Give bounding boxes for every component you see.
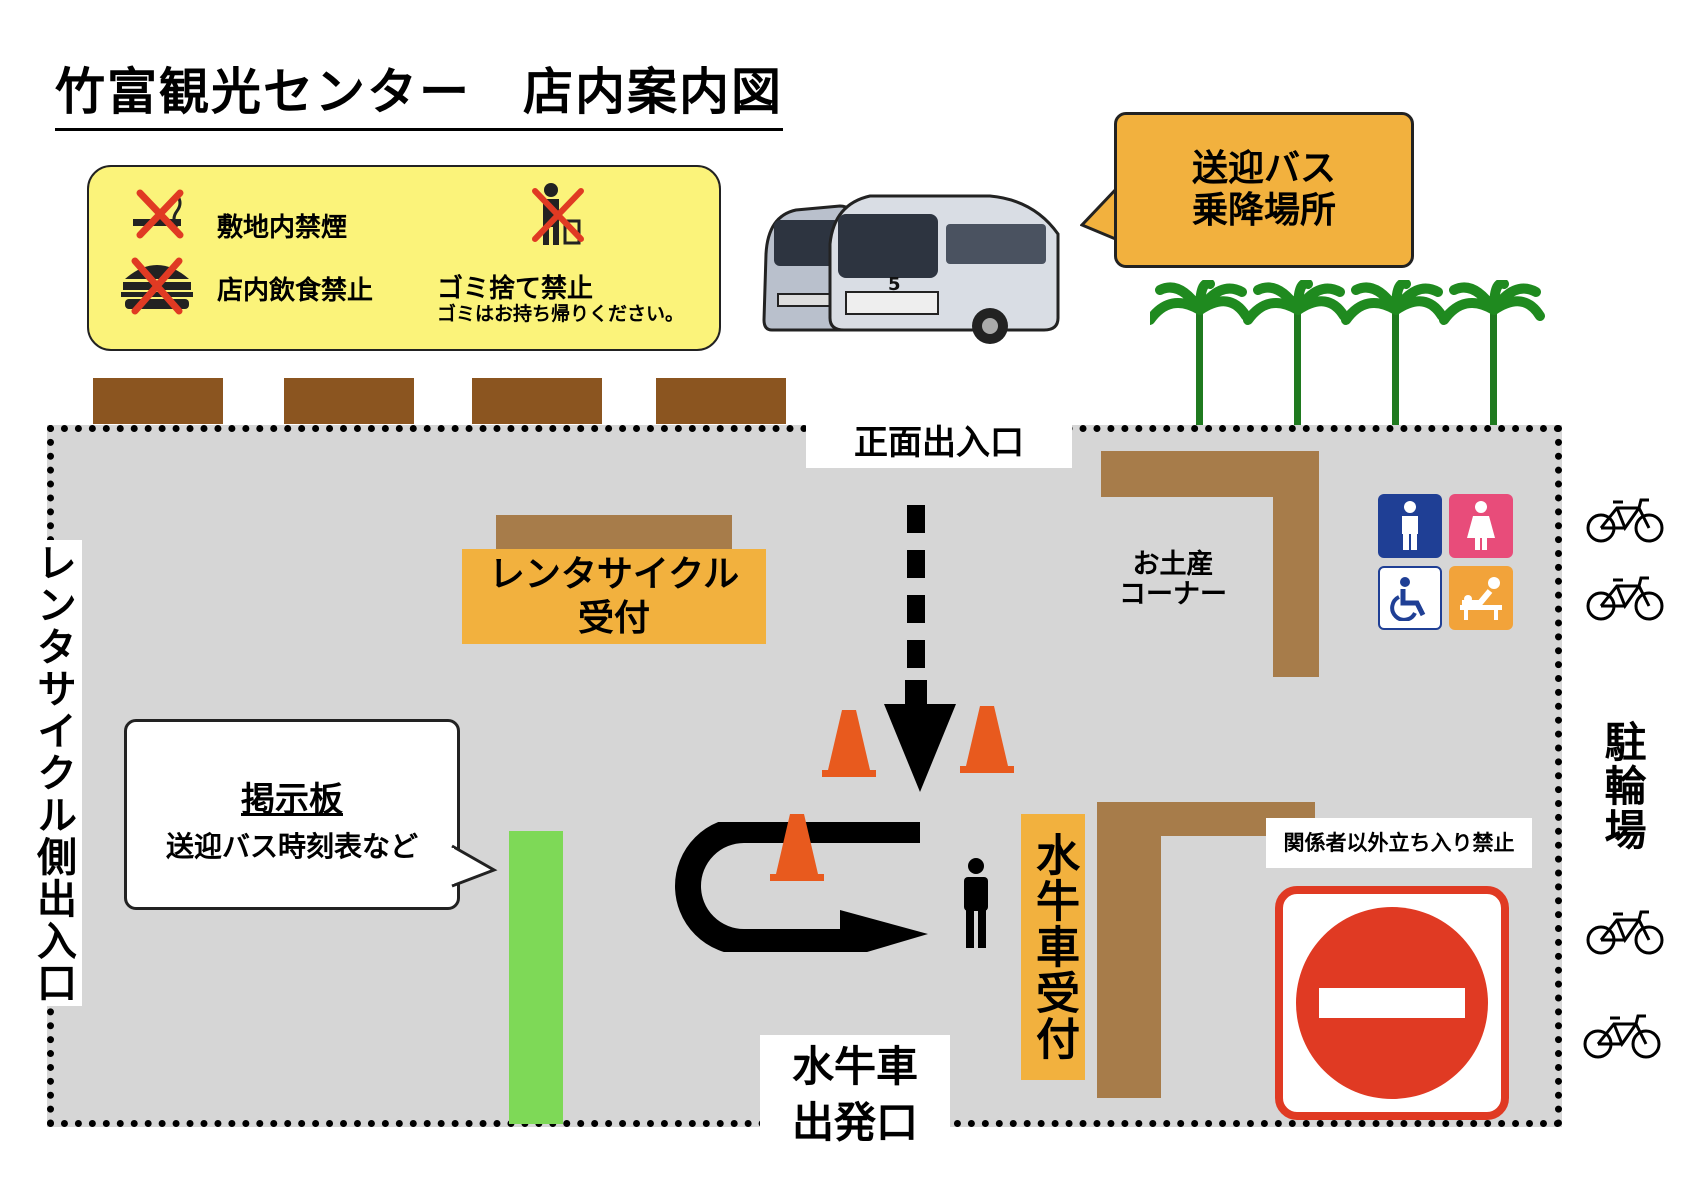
u-turn-arrow <box>675 822 928 952</box>
rental-cycle-counter-line2: 受付 <box>577 598 650 639</box>
bicycle-icon <box>1586 498 1664 543</box>
bus-stop-callout: 送迎バス 乗降場所 <box>1114 112 1414 268</box>
mens-restroom-icon <box>1378 494 1442 558</box>
palm-tree-icon <box>1341 280 1447 425</box>
bicycle-parking-label: 駐輪場 <box>1598 720 1647 852</box>
bench <box>472 378 602 424</box>
no-eating-icon <box>121 257 193 315</box>
water-buffalo-departure-label: 水牛車 出発口 <box>760 1035 950 1155</box>
bulletin-board-subtitle: 送迎バス時刻表など <box>165 830 418 863</box>
souvenir-corner-line1: お土産 <box>1132 549 1214 580</box>
bus-number: 5 <box>888 274 901 295</box>
souvenir-shelf <box>1273 451 1319 677</box>
bench <box>93 378 223 424</box>
no-entry-icon <box>1275 886 1509 1120</box>
bench <box>656 378 786 424</box>
departure-line2: 出発口 <box>791 1098 918 1147</box>
rental-cycle-counter: レンタサイクル 受付 <box>462 549 766 644</box>
entrance-direction-arrow <box>884 505 956 792</box>
palm-tree-icon <box>1439 280 1545 425</box>
no-smoking-label: 敷地内禁煙 <box>217 213 348 243</box>
womens-restroom-icon <box>1449 494 1513 558</box>
bulletin-board-title: 掲示板 <box>241 780 343 820</box>
souvenir-corner-label: お土産 コーナー <box>1108 550 1238 610</box>
side-entrance-label: レンタサイクル側出入口 <box>24 540 82 1006</box>
no-littering-label: ゴミ捨て禁止 <box>437 274 594 304</box>
rental-cycle-counter-desk <box>496 515 732 549</box>
no-smoking-icon <box>133 189 184 239</box>
accessible-restroom-icon <box>1378 566 1442 630</box>
souvenir-corner-line2: コーナー <box>1119 579 1227 610</box>
bulletin-board <box>509 831 563 1124</box>
no-littering-note: ゴミはお持ち帰りください。 <box>437 303 685 325</box>
palm-tree-icon <box>1150 280 1251 425</box>
main-entrance-label: 正面出入口 <box>806 418 1072 468</box>
departure-line1: 水牛車 <box>791 1042 918 1091</box>
rules-legend: 敷地内禁煙 店内飲食禁止 ゴミ捨て禁止 ゴミはお持ち帰りください。 <box>87 165 721 351</box>
water-buffalo-counter: 水牛車受付 <box>1021 814 1085 1080</box>
no-eating-label: 店内飲食禁止 <box>217 276 374 306</box>
rental-cycle-counter-line1: レンタサイクル <box>488 554 740 595</box>
baby-changing-icon <box>1449 566 1513 630</box>
shuttle-bus-icon: 5 <box>762 194 1060 344</box>
traffic-cone-icon <box>822 710 876 777</box>
staff-only-label: 関係者以外立ち入り禁止 <box>1266 818 1532 868</box>
page-title: 竹富観光センター 店内案内図 <box>55 52 783 131</box>
bulletin-board-pointer <box>450 844 498 888</box>
water-buffalo-desk <box>1097 802 1161 1098</box>
staff-person-icon <box>964 858 988 948</box>
bicycle-icon <box>1586 576 1664 621</box>
bus-callout-pointer <box>1080 185 1120 242</box>
bus-callout-line2: 乗降場所 <box>1191 190 1336 231</box>
no-littering-icon <box>532 183 584 245</box>
palm-trees <box>1150 280 1545 425</box>
bench <box>284 378 414 424</box>
bulletin-board-callout: 掲示板 送迎バス時刻表など <box>124 719 460 910</box>
bicycle-icon <box>1586 910 1664 955</box>
traffic-cone-icon <box>770 814 824 881</box>
bicycle-icon <box>1583 1014 1661 1059</box>
bus-callout-line1: 送迎バス <box>1191 148 1336 189</box>
palm-tree-icon <box>1243 280 1349 425</box>
traffic-cone-icon <box>960 706 1014 773</box>
